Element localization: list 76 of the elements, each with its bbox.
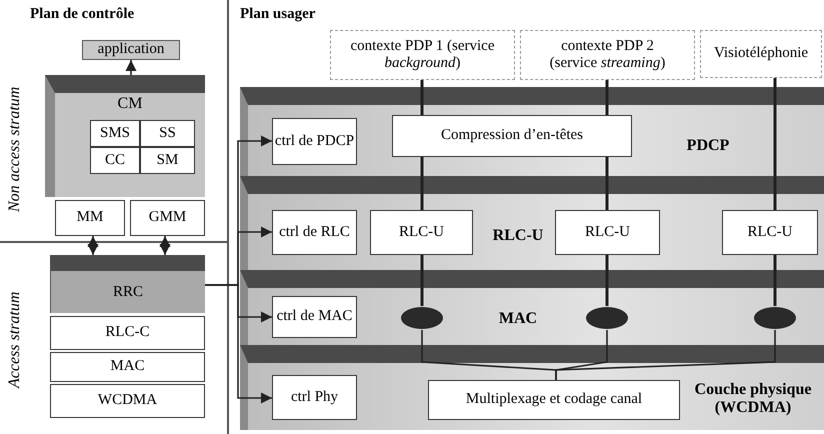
layer-block: [45, 75, 205, 197]
arrow: [87, 236, 99, 255]
arrow: [205, 284, 272, 404]
protocol-box: [428, 380, 680, 420]
protocol-box: [272, 210, 357, 255]
protocol-box: [50, 384, 205, 418]
box-label: Multiplexage et codage canal: [466, 391, 642, 409]
service-box: [700, 30, 822, 78]
connector-line: [420, 80, 424, 115]
protocol-box: [50, 316, 205, 350]
box-label: RLC-U: [585, 224, 630, 242]
layer-label: PDCP: [686, 137, 730, 156]
box-label: SM: [156, 152, 178, 170]
protocol-box: [140, 120, 195, 147]
protocol-box: [90, 120, 140, 147]
layer-label: RLC-U: [492, 227, 544, 246]
connector-line: [774, 255, 776, 306]
connector-line: [606, 157, 608, 210]
box-label: RLC-C: [105, 324, 150, 342]
box-label: Compression d’en-têtes: [440, 127, 584, 145]
box-label: MM: [76, 209, 104, 227]
plane-heading: Plan de contrôle: [30, 6, 134, 23]
box-label: contexte PDP 2 (service streaming): [548, 38, 666, 72]
box-label: SMS: [100, 124, 130, 142]
layer-label: Couche physique (WCDMA): [694, 381, 812, 418]
box-label: ctrl Phy: [290, 388, 338, 406]
protocol-box: [392, 115, 632, 157]
box-label: RLC-U: [748, 224, 792, 242]
box-label: Visiotéléphonie: [714, 45, 808, 63]
box-label: RRC: [112, 284, 143, 300]
box-label: MAC: [110, 358, 145, 376]
protocol-box: [55, 200, 125, 236]
box-label: contexte PDP 1 (service background): [350, 38, 496, 72]
stratum-label: Non access stratum: [6, 86, 24, 214]
service-box: [330, 30, 515, 80]
box-label: CC: [104, 152, 125, 170]
box-label: application: [98, 41, 164, 59]
protocol-box: [272, 375, 357, 420]
rrc-block: [50, 255, 205, 313]
protocol-box: [130, 200, 205, 236]
protocol-box: [555, 210, 660, 255]
protocol-box: [140, 147, 195, 174]
box-label: SS: [159, 124, 176, 142]
box-label: WCDMA: [98, 392, 158, 410]
layer-band: [240, 345, 824, 430]
layer-band: [240, 270, 824, 345]
stratum-label: Access stratum: [6, 290, 24, 390]
connector-line: [774, 78, 776, 210]
connector-line: [420, 157, 424, 210]
protocol-box: [90, 147, 140, 174]
protocol-box: [272, 296, 357, 338]
box-label: ctrl de PDCP: [274, 132, 354, 150]
connector-line: [420, 255, 424, 306]
ellipse-node: [753, 306, 797, 330]
arrow: [125, 60, 137, 75]
application-box: [82, 40, 180, 60]
protocol-box: [370, 210, 473, 255]
protocol-box: [50, 352, 205, 382]
protocol-box: [722, 210, 818, 255]
plane-heading: Plan usager: [240, 6, 316, 23]
box-label: GMM: [148, 209, 186, 227]
ellipse-node: [400, 306, 444, 330]
protocol-box: [272, 118, 357, 165]
layer-label: MAC: [498, 310, 538, 328]
service-box: [520, 30, 695, 80]
layer-band: [240, 176, 824, 270]
arrow: [159, 236, 171, 255]
connector-line: [606, 80, 608, 115]
box-label: ctrl de RLC: [279, 224, 350, 242]
layer-label: CM: [116, 95, 144, 114]
ellipse-node: [585, 306, 629, 330]
box-label: ctrl de MAC: [276, 308, 352, 326]
connector-line: [606, 255, 608, 306]
connector-line: [555, 330, 776, 380]
layer-band: [240, 87, 824, 176]
box-label: RLC-U: [399, 224, 444, 242]
